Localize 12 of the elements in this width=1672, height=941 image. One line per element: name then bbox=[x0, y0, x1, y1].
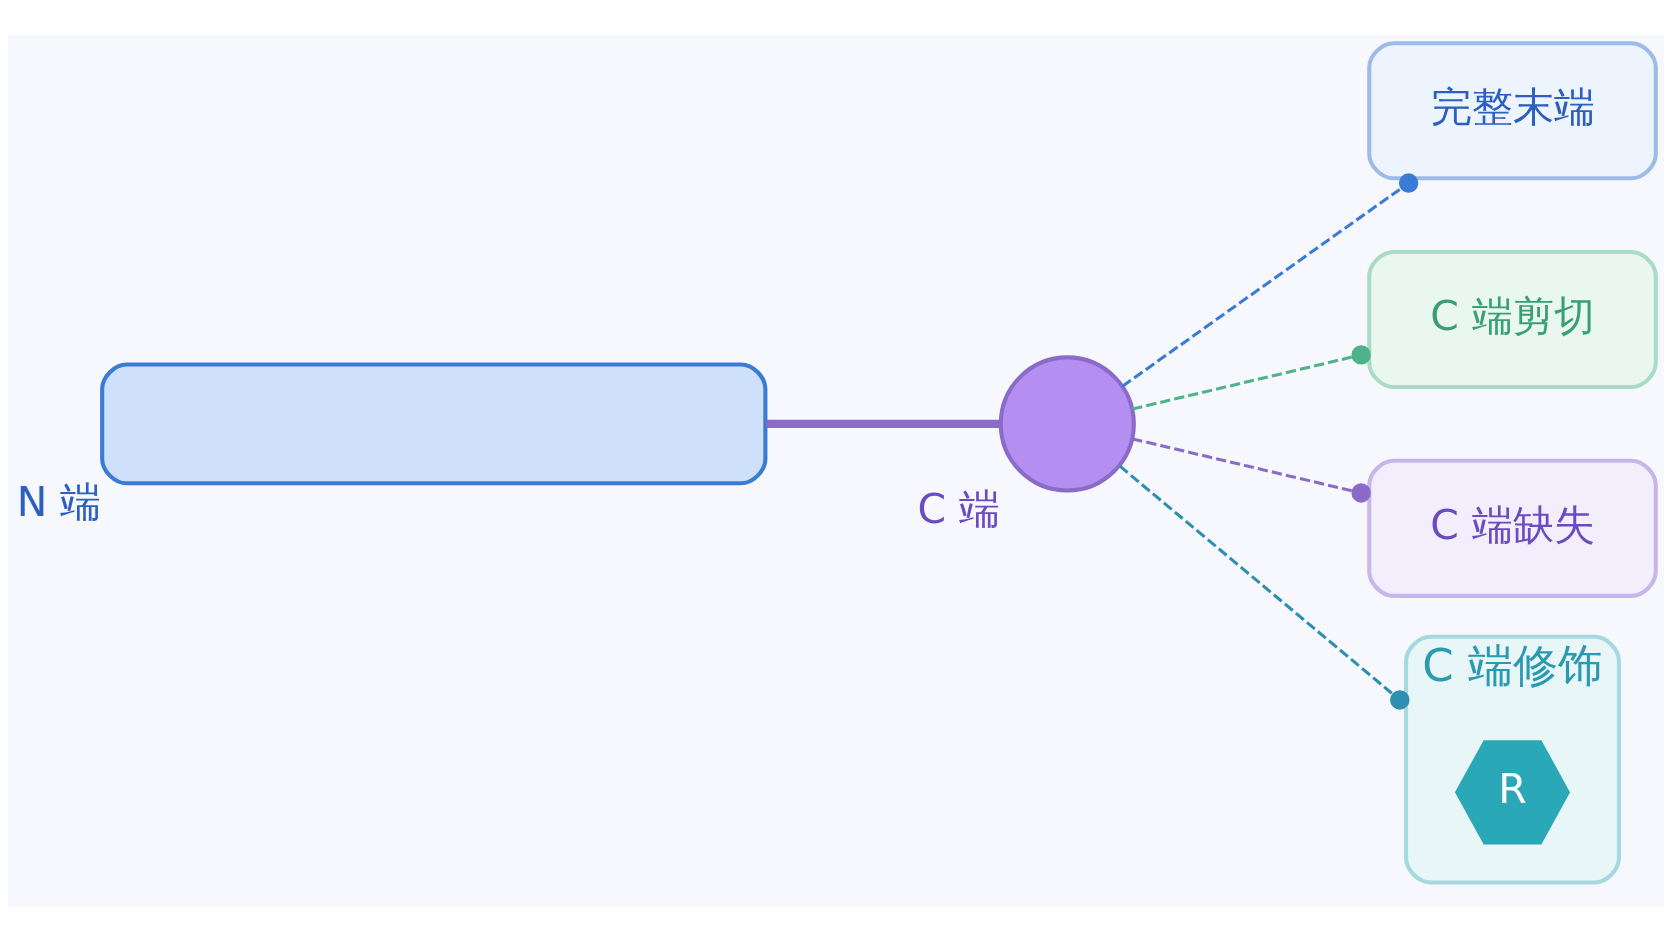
node-label: C 端 bbox=[917, 484, 1001, 533]
connector bbox=[1118, 464, 1410, 710]
node-box: 完整末端 bbox=[1367, 40, 1658, 180]
node-box: C 端剪切 bbox=[1367, 249, 1658, 389]
node-circle bbox=[998, 354, 1136, 492]
connector bbox=[1132, 344, 1371, 410]
node-bar bbox=[100, 362, 768, 485]
node-label: N 端 bbox=[16, 477, 102, 526]
connector bbox=[1132, 436, 1371, 503]
connector bbox=[766, 419, 1001, 428]
node-box: C 端缺失 bbox=[1367, 458, 1658, 598]
connector bbox=[1121, 172, 1419, 387]
